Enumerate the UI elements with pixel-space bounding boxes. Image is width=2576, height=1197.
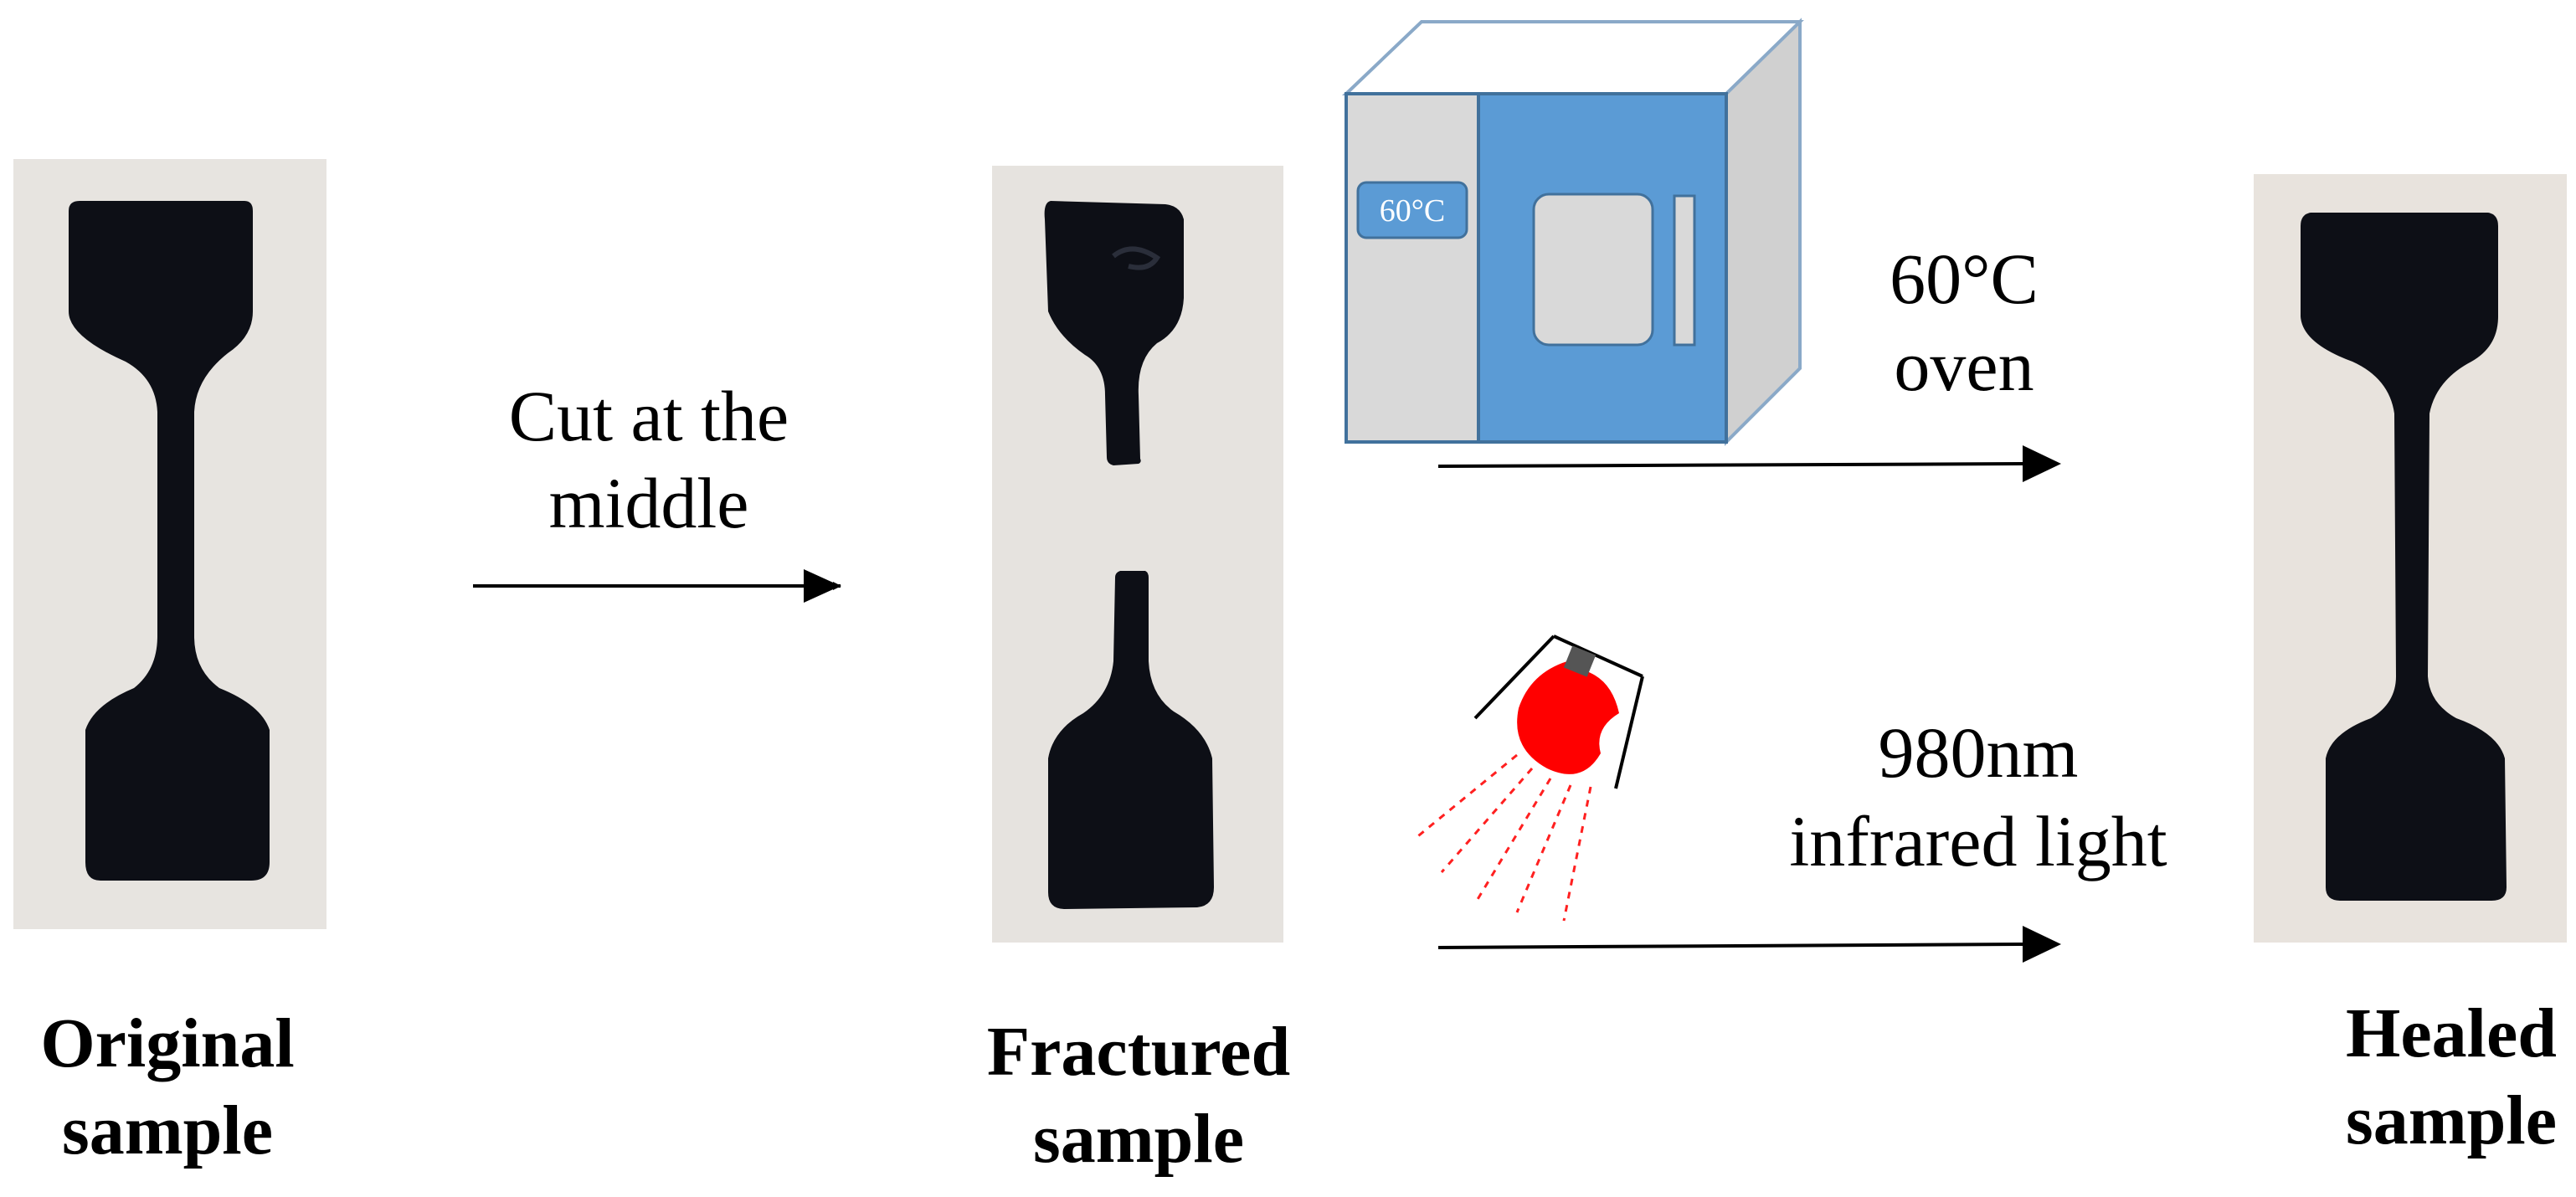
original-caption-line1: Original [40,1004,294,1082]
oven-label-line2: oven [1894,326,2034,406]
healed-sample-photo [2254,174,2567,943]
infrared-label-line2: infrared light [1789,801,2167,881]
oven-top [1342,20,1804,95]
dogbone-specimen [69,201,270,881]
infrared-label-line1: 980nm [1879,712,2079,793]
lamp-socket [1563,645,1597,677]
cut-label-line2: middle [549,463,749,543]
healed-caption-line2: sample [2346,1081,2557,1159]
specimen-bottom-half [1048,571,1214,909]
dogbone-specimen [2301,213,2507,901]
healed-caption-line1: Healed [2346,994,2557,1072]
cut-label-line1: Cut at the [509,376,789,456]
oven-handle [1673,194,1696,347]
original-sample-photo [13,159,326,929]
lamp-bulb [1517,661,1619,774]
infrared-arrow [1437,943,2027,949]
oven-icon: 60°C [1342,18,1804,446]
fractured-caption: Fractured sample [987,1013,1290,1178]
oven-arrowhead [2023,445,2061,482]
oven-side [1725,18,1802,446]
original-caption-line2: sample [62,1092,273,1169]
oven-arrow [1437,462,2027,468]
oven-display-label: 60°C [1380,193,1446,229]
infrared-rays [1414,753,1592,922]
cut-step: Cut at the middle [473,376,841,603]
fractured-sample-photo [992,166,1283,943]
oven-label-line1: 60°C [1890,239,2039,319]
original-caption: Original sample [40,1004,294,1169]
fractured-caption-line1: Fractured [987,1013,1290,1091]
healed-caption: Healed sample [2346,994,2557,1159]
surface-highlight [1112,246,1161,270]
oven-step: 60°C oven [1437,239,2061,482]
fractured-caption-line2: sample [1033,1100,1244,1178]
lamp-housing-left [1473,634,1555,720]
cut-arrowhead [804,569,841,603]
oven-window [1532,193,1654,347]
infrared-step: 980nm infrared light [1437,712,2167,963]
lamp-housing-top [1553,634,1643,678]
oven-hinge-panel [1345,92,1480,444]
infrared-lamp-icon [1414,634,1644,922]
infrared-arrowhead [2023,926,2061,963]
lamp-housing-right [1614,676,1644,789]
oven-display [1356,181,1468,239]
